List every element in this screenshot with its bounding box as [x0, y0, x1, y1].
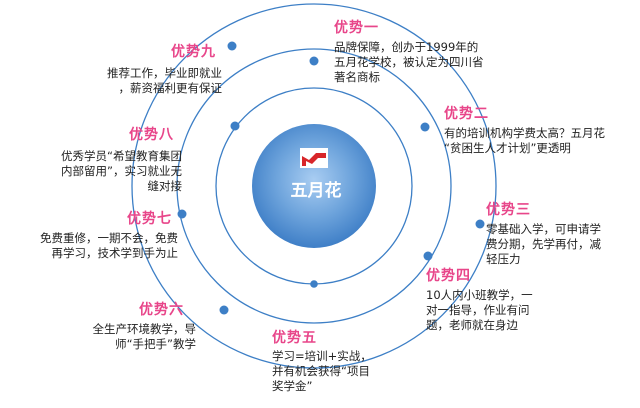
- advantage-1-title: 优势一: [334, 20, 379, 36]
- advantage-2-line: “贫困生人才计划”更透明: [444, 141, 571, 155]
- advantage-6-desc: 全生产环境教学，导 师“手把手”教学: [93, 322, 197, 352]
- advantage-3-line: 费分期，先学再付，减: [486, 237, 601, 251]
- advantage-5-line: 奖学金”: [272, 379, 313, 393]
- advantage-4-title: 优势四: [426, 268, 471, 284]
- advantage-3-desc: 零基础入学，可申请学 费分期，先学再付，减 轻压力: [486, 222, 601, 267]
- orbit-dot-5: [310, 280, 318, 288]
- advantage-8-line: 缝对接: [147, 179, 183, 193]
- outer-orbit: [131, 3, 497, 369]
- middle-orbit: [176, 48, 452, 324]
- advantage-8-desc: 优秀学员“希望教育集团 内部留用”，实习就业无 缝对接: [61, 149, 182, 194]
- advantage-3: 优势三 零基础入学，可申请学 费分期，先学再付，减 轻压力: [486, 202, 601, 267]
- advantage-9-line: 推荐工作，毕业即就业: [107, 66, 222, 80]
- orbit-dot-9: [227, 41, 237, 51]
- advantage-2-line: 有的培训机构学费太高？五月花: [444, 126, 605, 140]
- advantage-4-line: 题，老师就在身边: [426, 318, 518, 332]
- advantage-9-title: 优势九: [171, 44, 216, 60]
- advantage-5-desc: 学习=培训+实战， 并有机会获得“项目 奖学金”: [272, 349, 372, 394]
- center-core: [252, 124, 376, 248]
- advantage-6-line: 师“手把手”教学: [115, 337, 196, 351]
- advantage-3-line: 轻压力: [486, 252, 521, 266]
- advantage-6-line: 全生产环境教学，导: [92, 322, 197, 336]
- advantage-7-title: 优势七: [127, 211, 172, 227]
- advantage-2-title: 优势二: [444, 106, 489, 122]
- advantage-8-title: 优势八: [129, 127, 174, 143]
- advantage-1-line: 著名商标: [334, 70, 380, 84]
- advantage-5-line: 学习=培训+实战，: [272, 349, 372, 363]
- center-label: 五月花: [290, 181, 342, 201]
- orbit-dot-2: [420, 122, 430, 132]
- advantage-7-line: 再学习，技术学到手为止: [51, 246, 179, 260]
- advantage-2: 优势二 有的培训机构学费太高？五月花 “贫困生人才计划”更透明: [444, 106, 605, 156]
- orbit-dot-1: [309, 56, 319, 66]
- orbit-dot-8: [230, 121, 240, 131]
- advantage-1: 优势一 品牌保障，创办于1999年的 五月花学校，被认定为四川省 著名商标: [334, 20, 484, 85]
- advantage-7: 优势七 免费重修，一期不会，免费 再学习，技术学到手为止: [40, 211, 178, 261]
- advantage-9-desc: 推荐工作，毕业即就业 ，薪资福利更有保证: [107, 66, 222, 96]
- advantage-4-line: 对一指导，作业有问: [426, 303, 530, 317]
- orbit-dot-7: [177, 209, 187, 219]
- advantage-8-line: 内部留用”，实习就业无: [61, 164, 182, 178]
- advantage-7-desc: 免费重修，一期不会，免费 再学习，技术学到手为止: [40, 231, 178, 261]
- advantage-4-desc: 10人内小班教学，一 对一指导，作业有问 题，老师就在身边: [426, 288, 533, 333]
- advantage-2-desc: 有的培训机构学费太高？五月花 “贫困生人才计划”更透明: [444, 126, 605, 156]
- advantage-4-line: 10人内小班教学，一: [426, 288, 533, 302]
- advantage-3-line: 零基础入学，可申请学: [486, 222, 601, 236]
- advantage-8-line: 优秀学员“希望教育集团: [61, 149, 182, 163]
- advantage-5-line: 并有机会获得“项目: [272, 364, 370, 378]
- advantage-4: 优势四 10人内小班教学，一 对一指导，作业有问 题，老师就在身边: [426, 268, 533, 333]
- advantage-6-title: 优势六: [139, 302, 184, 318]
- advantage-9-line: ，薪资福利更有保证: [118, 81, 223, 95]
- advantage-9: 优势九 推荐工作，毕业即就业 ，薪资福利更有保证: [107, 44, 222, 96]
- advantage-6: 优势六 全生产环境教学，导 师“手把手”教学: [93, 302, 197, 352]
- advantage-7-line: 免费重修，一期不会，免费: [40, 231, 178, 245]
- advantage-1-line: 五月花学校，被认定为四川省: [334, 55, 484, 69]
- advantage-1-line: 品牌保障，创办于1999年的: [334, 40, 479, 54]
- advantage-5: 优势五 学习=培训+实战， 并有机会获得“项目 奖学金”: [272, 330, 372, 394]
- advantage-1-desc: 品牌保障，创办于1999年的 五月花学校，被认定为四川省 著名商标: [334, 40, 484, 85]
- orbit-dot-3: [475, 219, 485, 229]
- orbit-dot-6: [219, 305, 229, 315]
- advantage-8: 优势八 优秀学员“希望教育集团 内部留用”，实习就业无 缝对接: [61, 127, 182, 194]
- orbit-dot-4: [423, 251, 433, 261]
- advantage-3-title: 优势三: [486, 202, 531, 218]
- advantage-5-title: 优势五: [272, 330, 317, 346]
- mayflower-logo-icon: [300, 148, 328, 168]
